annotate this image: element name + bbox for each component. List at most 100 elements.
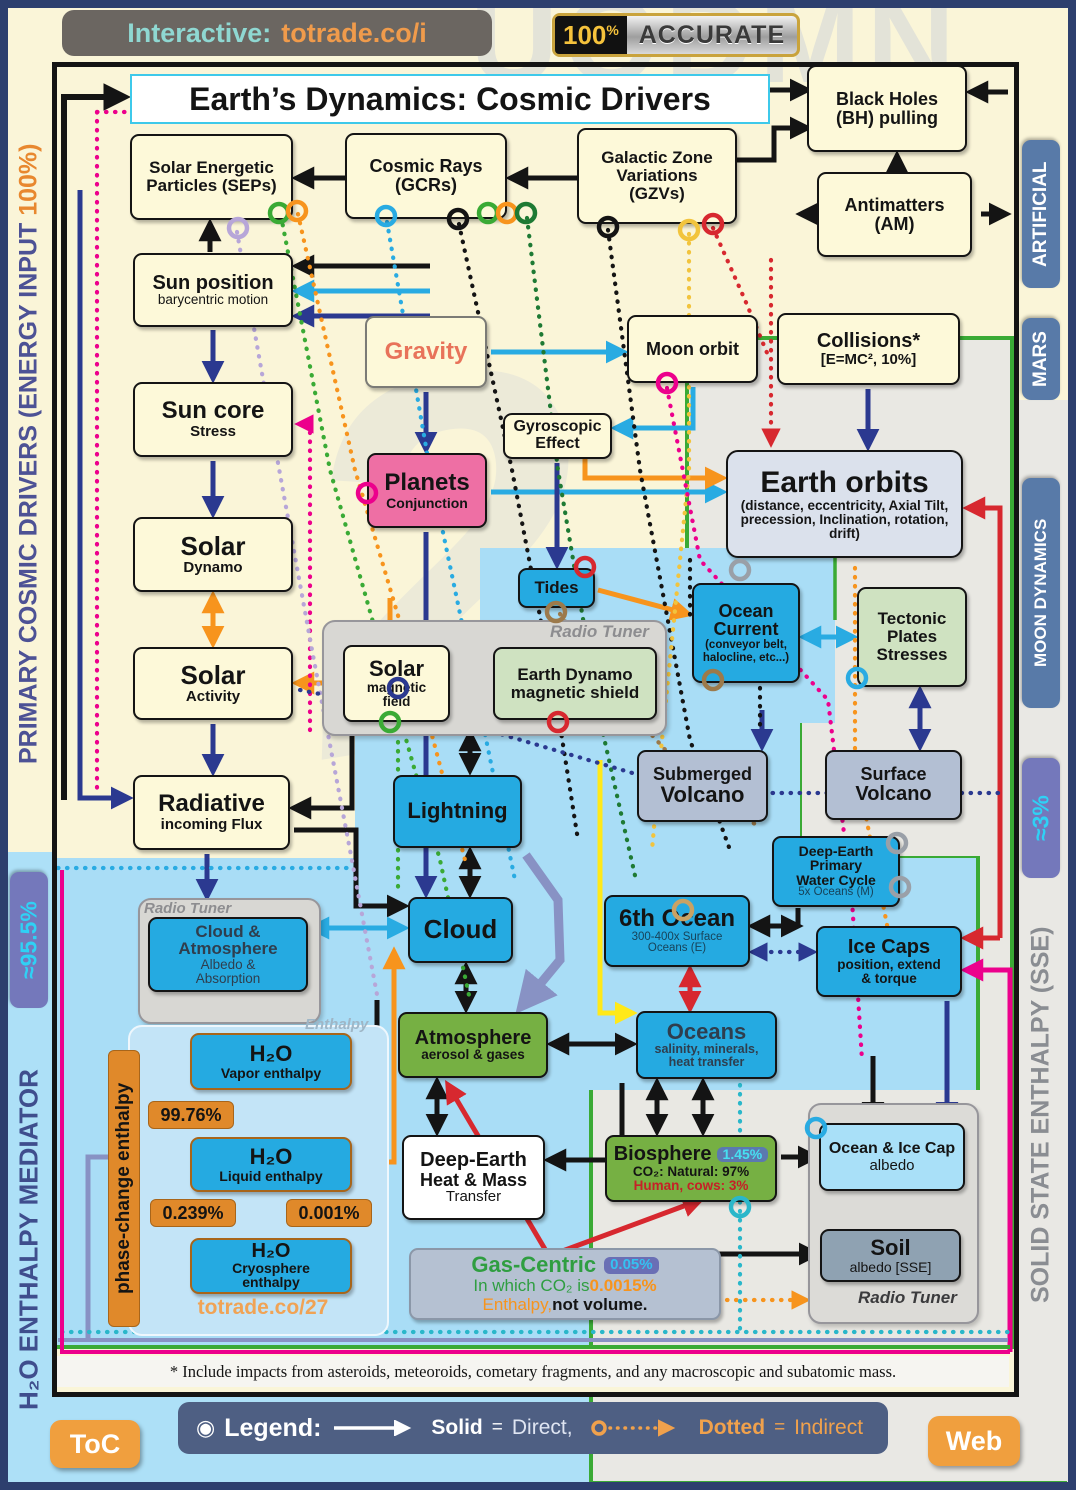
footnote-text: * Include impacts from asteroids, meteor…	[169, 1361, 897, 1381]
sse-pct-text: ≈3%	[1027, 795, 1054, 841]
box-ocean-current: Ocean Current (conveyor belt, halocline,…	[692, 583, 800, 683]
outer-border-bottom	[0, 1482, 1076, 1490]
biosphere-title: Biosphere	[613, 1143, 712, 1166]
legend-bullet-icon: ◉	[196, 1415, 216, 1440]
gzv-line1: Galactic Zone	[601, 148, 713, 168]
planets-title: Planets	[384, 468, 470, 496]
box-tides: Tides	[518, 568, 595, 608]
dehm-line1: Deep-Earth	[420, 1148, 527, 1171]
submerged-line2: Volcano	[660, 781, 745, 807]
box-cloud: Cloud	[408, 897, 513, 963]
dew-sub: 5x Oceans (M)	[798, 886, 874, 899]
gzv-line3: (GZVs)	[629, 183, 685, 203]
ocean-ice-albedo-line2: albedo	[869, 1156, 915, 1174]
solar-magnetic-sub: magnetic	[366, 679, 427, 695]
moon-orbit-title: Moon orbit	[646, 338, 739, 359]
box-gzv: Galactic Zone Variations (GZVs)	[577, 128, 737, 224]
legend-solid-eq: =	[491, 1417, 503, 1438]
mars-text: MARS	[1030, 331, 1051, 387]
box-collisions: Collisions* [E=MC², 10%]	[777, 313, 960, 385]
sun-core-title: Sun core	[161, 397, 265, 425]
sun-position-title: Sun position	[152, 271, 274, 294]
box-sun-position: Sun position barycentric motion	[133, 253, 293, 327]
gas-centric-line3a: Enthalpy,	[482, 1295, 553, 1315]
box-sixth-ocean: 6th Ocean 300-400x Surface Oceans (E)	[604, 895, 750, 967]
artificial-text: ARTIFICIAL	[1030, 161, 1051, 267]
phase-change-label: phase-change enthalpy	[113, 1082, 134, 1295]
solar-activity-title: Solar	[180, 660, 246, 691]
box-sun-core: Sun core Stress	[133, 382, 293, 457]
pct-liquid: 0.239%	[162, 1202, 224, 1223]
gyroscopic-line2: Effect	[535, 435, 580, 452]
box-atmosphere: Atmosphere aerosol & gases	[398, 1012, 548, 1078]
left-rail-mediator-label: H₂O ENTHALPY MEDIATOR	[13, 1069, 44, 1411]
box-tectonic-plates: Tectonic Plates Stresses	[857, 587, 967, 687]
box-cloud-atmosphere: Cloud & Atmosphere Albedo & Absorption	[148, 917, 308, 992]
tides-title: Tides	[534, 578, 579, 598]
am-line2: (AM)	[874, 213, 915, 234]
pct-vapor: 99.76%	[160, 1104, 222, 1125]
oceans-title: Oceans	[666, 1018, 747, 1044]
tectonic-line3: Stresses	[876, 644, 948, 664]
toc-button[interactable]: ToC	[50, 1420, 140, 1468]
box-surface-volcano: Surface Volcano	[825, 750, 962, 820]
dew-line1: Deep-Earth	[798, 842, 874, 859]
left-rail-primary-label: PRIMARY COSMIC DRIVERS (ENERGY INPUT 100…	[14, 143, 43, 765]
earth-orbits-sub: (distance, eccentricity, Axial Tilt, pre…	[740, 497, 949, 541]
box-biosphere: Biosphere 1.45% CO₂: Natural: 97% Human,…	[605, 1135, 777, 1202]
dew-line3: Water Cycle	[796, 871, 876, 888]
radiative-title: Radiative	[158, 790, 265, 818]
earth-dynamo-line1: Earth Dynamo	[517, 664, 633, 684]
toc-button-label[interactable]: ToC	[69, 1428, 121, 1459]
gcr-line2: (GCRs)	[395, 175, 457, 195]
pct-cryo-badge: 0.001%	[286, 1199, 372, 1227]
soil-title: Soil	[870, 1234, 911, 1260]
legend-dotted-arrow-icon	[590, 1419, 675, 1437]
ice-caps-sub2: & torque	[861, 970, 917, 986]
biosphere-sub2: Human, cows: 3%	[633, 1177, 749, 1193]
ocean-ice-albedo-line1: Ocean & Ice Cap	[828, 1139, 956, 1157]
lightning-title: Lightning	[407, 798, 508, 824]
box-gyroscopic-effect: Gyroscopic Effect	[503, 413, 612, 459]
h2o-cryo-sub2: enthalpy	[242, 1273, 300, 1290]
legend-solid-value: Direct,	[511, 1416, 573, 1439]
box-earth-orbits: Earth orbits (distance, eccentricity, Ax…	[726, 450, 963, 558]
web-button[interactable]: Web	[928, 1416, 1020, 1466]
left-pct-text: ≈95.5%	[15, 901, 42, 979]
outer-border-right	[1068, 0, 1076, 1490]
totrade27-link[interactable]: totrade.co/27	[168, 1296, 358, 1320]
totrade27-text[interactable]: totrade.co/27	[197, 1296, 329, 1319]
solar-magnetic-sub2: field	[382, 693, 411, 709]
box-deep-earth-water-cycle: Deep-Earth Primary Water Cycle 5x Oceans…	[772, 836, 900, 907]
solar-dynamo-sub: Dynamo	[183, 559, 243, 577]
planets-sub: Conjunction	[386, 494, 468, 511]
bh-line2: (BH) pulling	[836, 107, 938, 128]
legend-dotted-value: Indirect	[794, 1416, 864, 1439]
radiative-sub: incoming Flux	[160, 816, 263, 834]
earth-orbits-title: Earth orbits	[760, 466, 929, 500]
box-antimatters: Antimatters (AM)	[817, 172, 972, 257]
sixth-ocean-sub2: Oceans (E)	[647, 942, 707, 955]
gas-centric-line3b: not volume.	[552, 1295, 648, 1315]
atmosphere-sub: aerosol & gases	[421, 1047, 525, 1063]
box-moon-orbit: Moon orbit	[627, 315, 758, 383]
enthalpy-label: Enthalpy	[305, 1016, 369, 1033]
sixth-ocean-title: 6th Ocean	[618, 904, 736, 932]
right-rail-sse-label: SOLID STATE ENTHALPY (SSE)	[1026, 926, 1055, 1304]
collisions-sub: [E=MC², 10%]	[820, 350, 917, 368]
legend-bar: ◉ Legend: Solid = Direct, Dotted = Indir…	[178, 1402, 888, 1454]
interactive-link[interactable]: totrade.co/i	[281, 17, 427, 48]
box-deep-earth-heat: Deep-Earth Heat & Mass Transfer	[402, 1135, 545, 1220]
web-button-label[interactable]: Web	[945, 1425, 1003, 1456]
seps-line2: Particles (SEPs)	[146, 176, 277, 195]
pct-vapor-badge: 99.76%	[148, 1101, 234, 1129]
oceans-sub2: heat transfer	[668, 1055, 745, 1070]
box-gravity: Gravity	[365, 316, 487, 388]
interactive-badge[interactable]: Interactive: totrade.co/i	[62, 10, 492, 56]
box-soil-albedo: Soil albedo [SSE]	[820, 1229, 961, 1282]
box-cosmic-rays: Cosmic Rays (GCRs)	[345, 133, 507, 219]
phase-change-pill: phase-change enthalpy	[108, 1050, 140, 1327]
biosphere-badge: 1.45%	[716, 1147, 769, 1162]
radio-tuner-label-3: Radio Tuner	[858, 1288, 957, 1307]
